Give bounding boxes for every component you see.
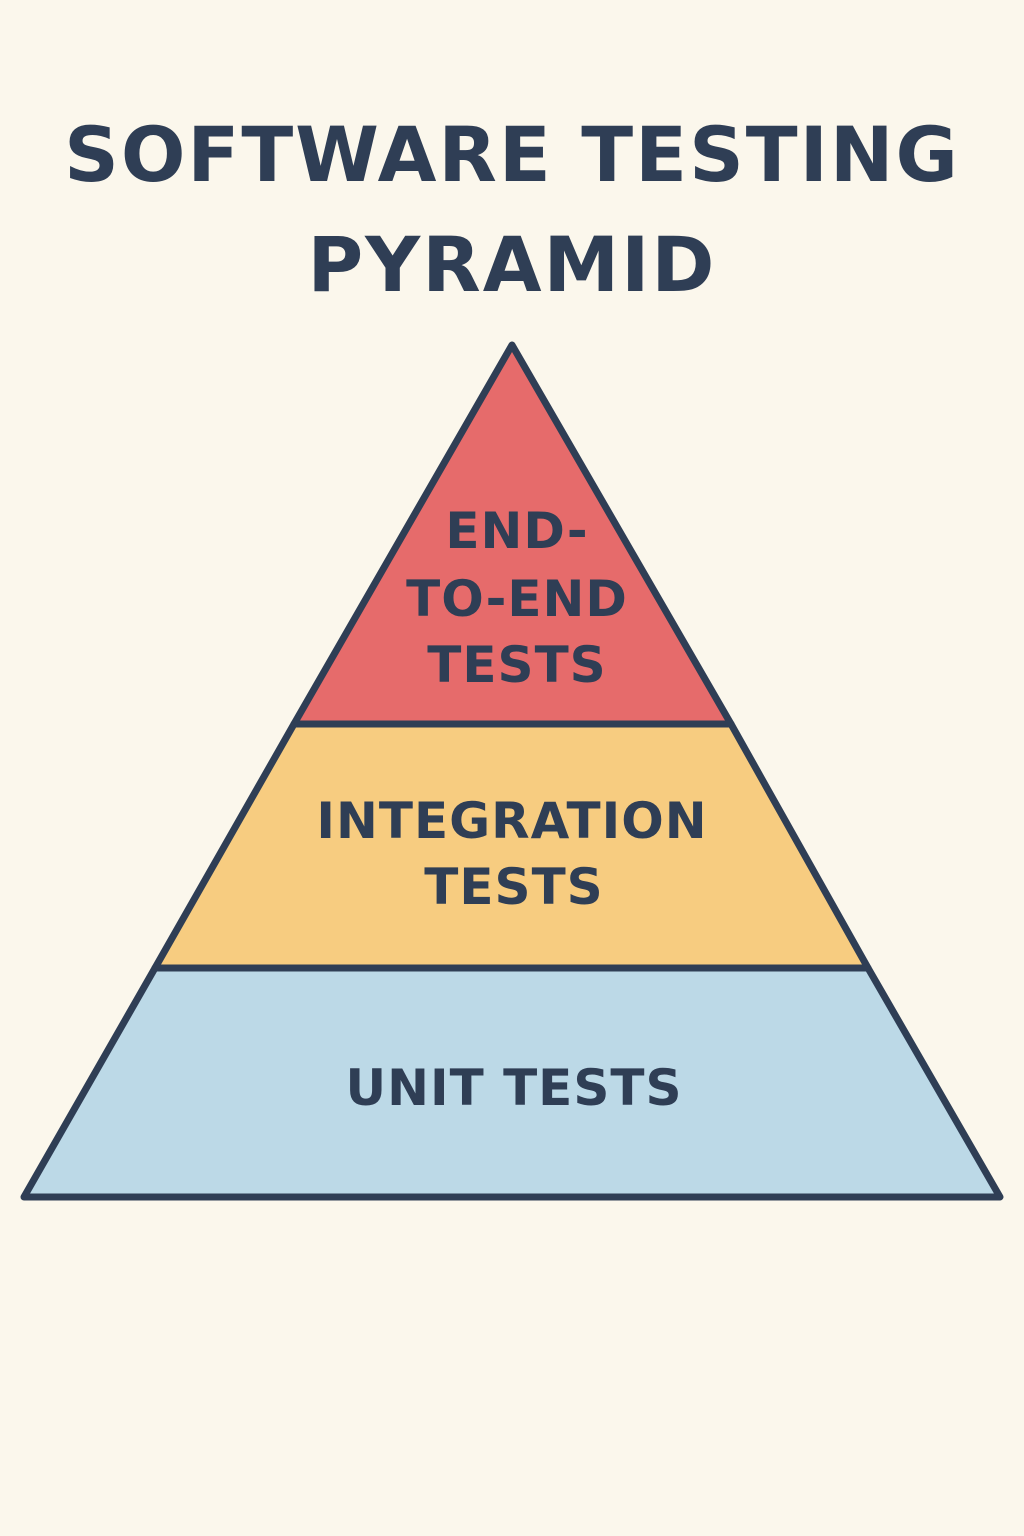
- tier-bottom-label-line-1: UNIT TESTS: [346, 1059, 683, 1117]
- tier-top-label-line-1: END-: [445, 502, 588, 560]
- tier-middle-label-line-2: TESTS: [424, 858, 603, 916]
- page-title: SOFTWARE TESTING PYRAMID: [0, 100, 1024, 320]
- tier-end-to-end-tests: [290, 341, 735, 728]
- title-line-2: PYRAMID: [307, 220, 717, 309]
- tier-middle-label-line-1: INTEGRATION: [316, 792, 707, 850]
- title-line-1: SOFTWARE TESTING: [64, 110, 960, 199]
- tier-top-label-line-3: TESTS: [427, 636, 606, 694]
- tier-top-label-line-2: TO-END: [406, 570, 628, 628]
